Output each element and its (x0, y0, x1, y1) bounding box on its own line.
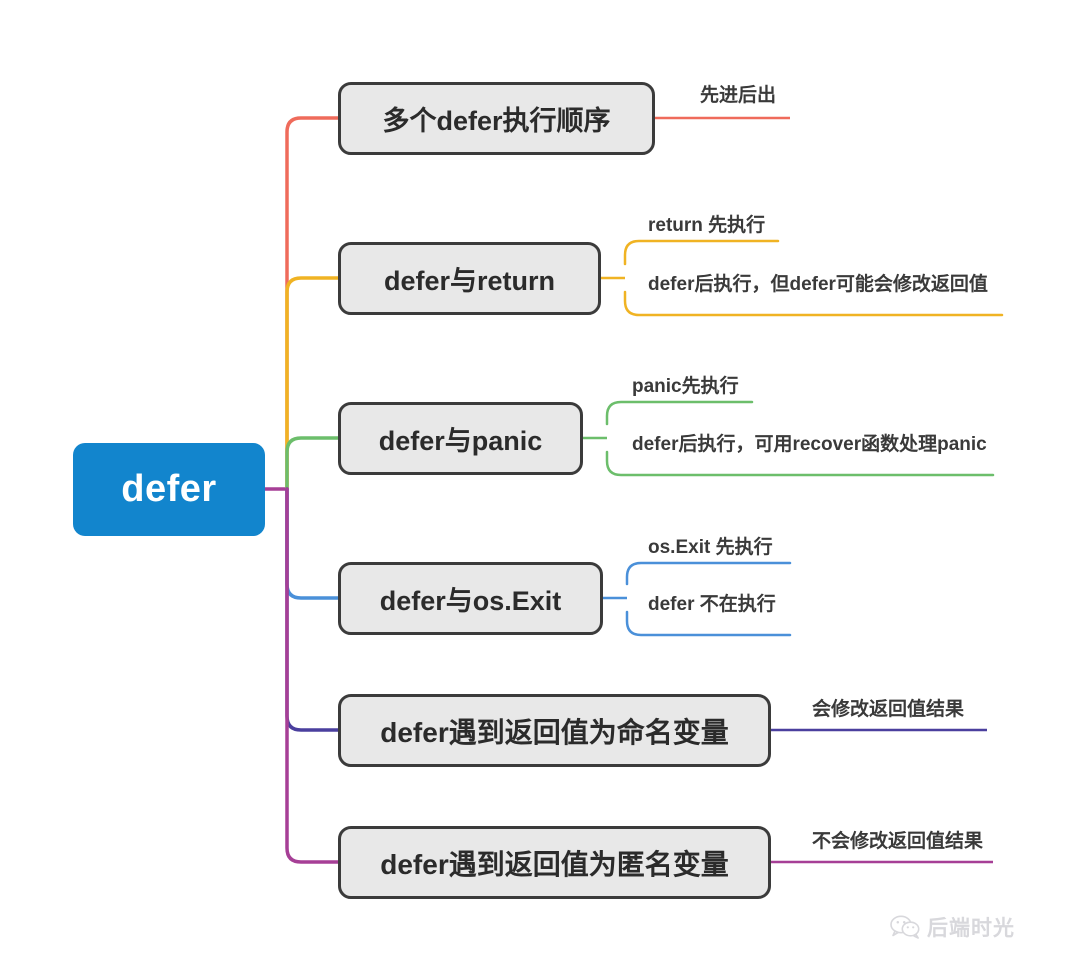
leaf-label-branch-1-1: 先进后出 (700, 85, 777, 106)
edge-trunk-branch-6 (285, 487, 346, 864)
watermark-label: 后端时光 (927, 917, 1015, 940)
edge-trunk-branch-2 (285, 276, 346, 491)
root-node[interactable]: defer (73, 443, 265, 536)
branch-node-5-label: defer遇到返回值为命名变量 (380, 716, 729, 748)
leaf-label-branch-4-1: os.Exit 先执行 (648, 537, 773, 558)
leaf-label-branch-2-2: defer后执行，但defer可能会修改返回值 (648, 274, 988, 295)
leaf-label-branch-2-1: return 先执行 (648, 215, 766, 236)
branch-node-4[interactable]: defer与os.Exit (338, 562, 603, 635)
leaf-label-branch-3-1: panic先执行 (632, 376, 739, 397)
branch-node-3-label: defer与panic (378, 426, 543, 456)
leaf-label-branch-4-2: defer 不在执行 (648, 594, 776, 615)
branch-node-6[interactable]: defer遇到返回值为匿名变量 (338, 826, 771, 899)
edge-branch-3-leaf-1 (605, 400, 754, 426)
branch-node-3[interactable]: defer与panic (338, 402, 583, 475)
edge-branch-4-leaf-1 (625, 561, 792, 586)
branch-node-4-label: defer与os.Exit (379, 586, 562, 616)
edge-trunk-branch-4 (285, 487, 346, 600)
leaf-label-branch-3-2: defer后执行，可用recover函数处理panic (632, 434, 987, 455)
root-node-label: defer (121, 468, 217, 510)
edge-trunk-branch-5 (285, 487, 346, 732)
edge-branch-2-leaf-1 (623, 239, 780, 266)
watermark: 后端时光 (890, 912, 1015, 942)
edge-branch-2-leaf-2 (623, 290, 1004, 317)
branch-node-1[interactable]: 多个defer执行顺序 (338, 82, 655, 155)
branch-node-6-label: defer遇到返回值为匿名变量 (380, 848, 729, 880)
leaf-label-branch-6-1: 不会修改返回值结果 (812, 831, 984, 852)
branch-node-2[interactable]: defer与return (338, 242, 601, 315)
edge-trunk-branch-3 (285, 436, 346, 491)
branch-node-1-label: 多个defer执行顺序 (382, 106, 611, 136)
branch-node-5[interactable]: defer遇到返回值为命名变量 (338, 694, 771, 767)
edge-trunk-branch-1 (285, 116, 346, 491)
edge-branch-3-leaf-2 (605, 450, 995, 477)
branch-node-2-label: defer与return (383, 266, 556, 296)
edge-branch-4-leaf-2 (625, 610, 792, 637)
wechat-icon (890, 915, 920, 939)
leaf-label-branch-5-1: 会修改返回值结果 (812, 699, 965, 720)
